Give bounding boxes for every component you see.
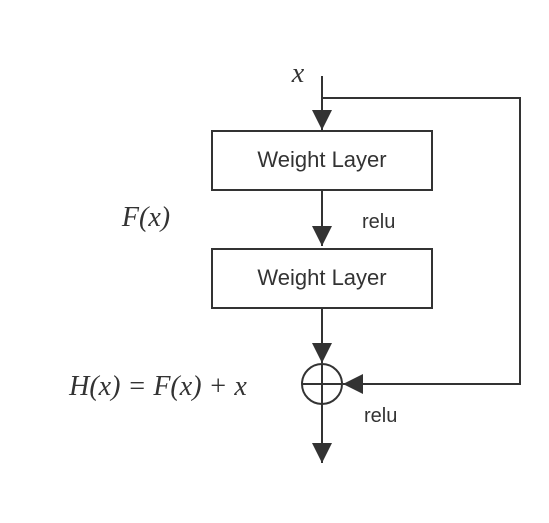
fx-label: F(x)	[121, 202, 170, 233]
hx-label: H(x) = F(x) + x	[68, 371, 247, 402]
weight-layer-2-label: Weight Layer	[257, 265, 386, 290]
weight-layer-1	[211, 130, 433, 191]
relu-label-2: relu	[364, 405, 397, 427]
skip-connection	[322, 97, 521, 394]
sum-node-icon	[301, 363, 343, 405]
input-label: x	[291, 58, 305, 89]
relu-label-1: relu	[362, 211, 395, 233]
weight-layer-1-label: Weight Layer	[257, 147, 386, 172]
weight-layer-2	[211, 248, 433, 309]
